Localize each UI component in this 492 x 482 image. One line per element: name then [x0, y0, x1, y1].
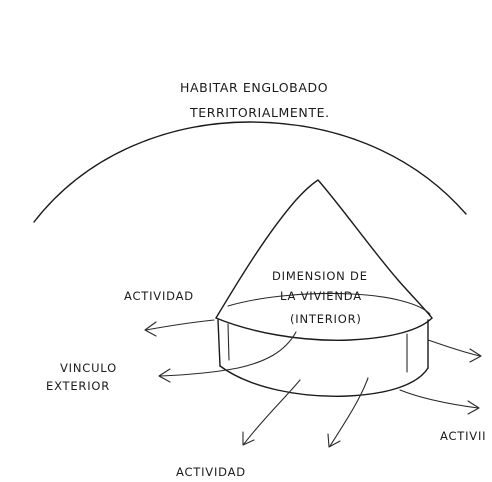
label-exterior-line-2: EXTERIOR — [46, 379, 110, 393]
label-exterior-line-1: VINCULO — [60, 361, 117, 375]
arrow-down-left — [243, 379, 301, 445]
wall-left-inner — [227, 323, 230, 361]
label-activity-bottom: ACTIVIDAD — [176, 465, 246, 479]
wall-left — [217, 319, 221, 367]
arrow-right-lower — [399, 389, 479, 409]
arrow-activity-left — [145, 319, 215, 331]
roof-cone — [215, 179, 433, 319]
arrow-down-left-head — [242, 431, 255, 446]
arrow-exterior-link — [159, 331, 297, 377]
dwelling-line-3: (INTERIOR) — [290, 312, 362, 326]
dwelling-line-1: DIMENSION DE — [272, 269, 368, 283]
label-activity-right: ACTIVII — [440, 429, 486, 443]
territory-arc — [33, 121, 467, 223]
arrow-down-right — [329, 377, 369, 447]
arrow-right-lower-head — [467, 400, 480, 415]
arrow-right-upper-head — [469, 348, 482, 363]
roof-base-back — [227, 292, 431, 315]
arrow-exterior-link-head — [158, 368, 171, 383]
title-line-1: HABITAR ENGLOBADO — [180, 80, 328, 95]
roof-base — [215, 317, 433, 341]
title-line-2: TERRITORIALMENTE. — [189, 105, 330, 120]
cylinder-base — [219, 365, 429, 397]
arrow-down-right-head — [327, 433, 341, 448]
arrow-right-upper — [427, 339, 481, 357]
label-activity-left: ACTIVIDAD — [124, 289, 194, 303]
dwelling-line-2: LA VIVIENDA — [280, 289, 362, 303]
arrow-activity-left-head — [144, 321, 157, 337]
